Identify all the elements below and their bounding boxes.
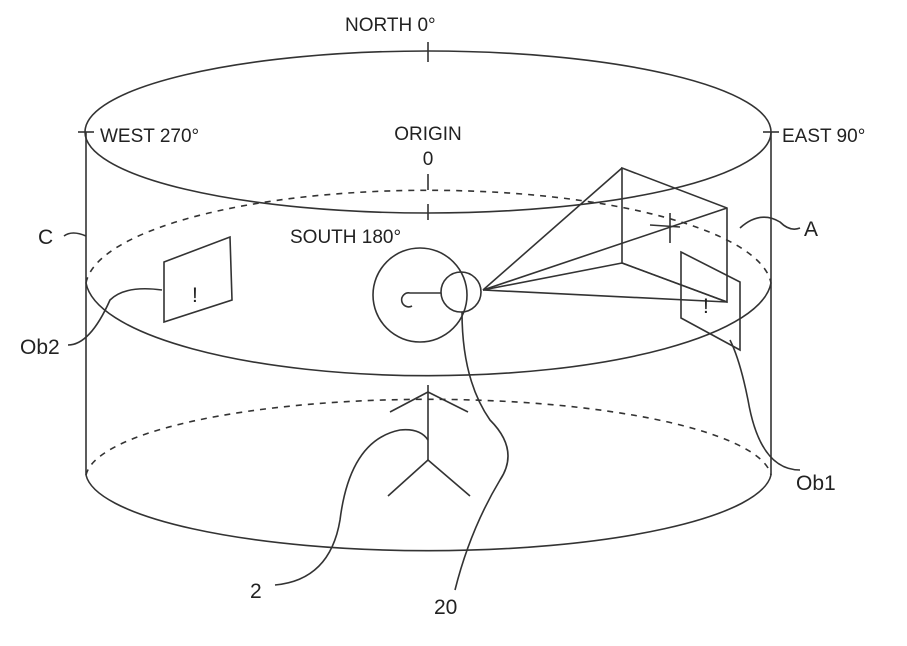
view-frustum <box>482 166 728 304</box>
origin-label: ORIGIN <box>394 124 462 145</box>
middle-ellipse-front <box>85 282 772 377</box>
west-label: WEST 270° <box>100 126 199 147</box>
label-a: A <box>804 218 818 241</box>
label-c: C <box>38 226 53 249</box>
south-label: SOUTH 180° <box>290 227 401 248</box>
origin-value: 0 <box>423 149 434 170</box>
device-circle <box>440 271 482 313</box>
leader-user <box>274 428 429 586</box>
label-ob1: Ob1 <box>796 472 836 495</box>
leader-ob1 <box>729 339 801 471</box>
cylinder <box>78 42 779 552</box>
object-ob2: ! <box>163 235 233 324</box>
object-ob1: ! <box>680 250 741 352</box>
leader-a <box>739 216 801 230</box>
label-device: 20 <box>434 596 457 619</box>
label-ob2: Ob2 <box>20 336 60 359</box>
user-body <box>387 385 471 497</box>
leader-ob2 <box>67 287 163 346</box>
leader-c <box>63 232 87 237</box>
east-label: EAST 90° <box>782 126 865 147</box>
leader-device <box>454 311 509 591</box>
bottom-ellipse-front <box>85 474 772 552</box>
north-label: NORTH 0° <box>345 15 436 36</box>
user-head <box>372 247 482 343</box>
ob2-glyph: ! <box>192 284 198 307</box>
label-user: 2 <box>250 580 262 603</box>
ob1-glyph: ! <box>703 295 709 318</box>
